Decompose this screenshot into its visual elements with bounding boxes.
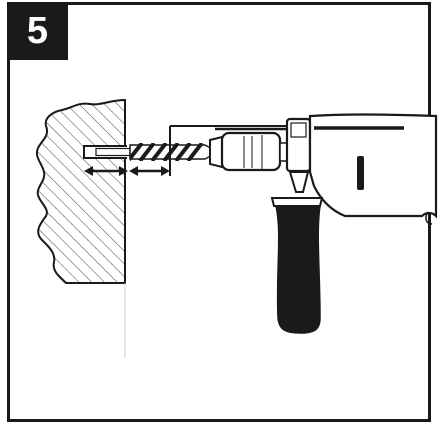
drill-chuck: [220, 131, 289, 172]
drill-bit: [129, 143, 220, 161]
drill-bit-shank: [95, 147, 131, 157]
chuck-collar: [209, 135, 223, 169]
side-handle: [270, 171, 324, 334]
step-number: 5: [26, 10, 49, 52]
drill-body: [308, 113, 438, 225]
depth-stop-rod: [169, 125, 290, 176]
handle-clamp: [285, 117, 312, 173]
depth-arrows: [84, 166, 170, 176]
step-badge: 5: [7, 2, 68, 60]
wall-section: [35, 98, 126, 284]
